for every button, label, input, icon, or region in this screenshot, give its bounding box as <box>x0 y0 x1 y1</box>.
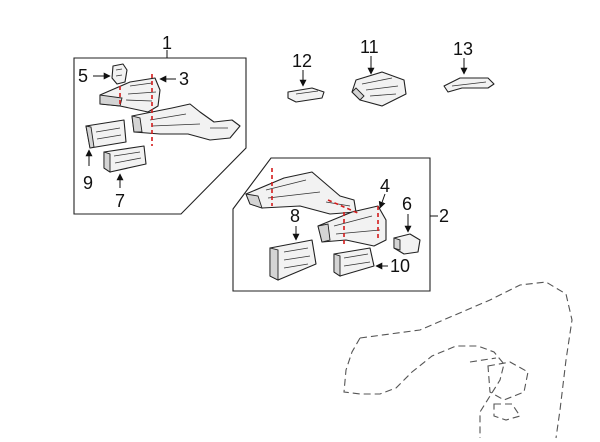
group-1-box <box>73 57 247 215</box>
callout-13: 13 <box>453 39 473 59</box>
callout-10: 10 <box>390 256 410 276</box>
part-6-bracket <box>393 233 421 255</box>
assembly-group-1: 1 5 3 9 <box>73 33 247 215</box>
callout-1: 1 <box>162 33 172 53</box>
callout-11: 11 <box>360 37 379 57</box>
part-13-group: 13 <box>443 39 495 93</box>
long-frame-rail <box>131 103 241 141</box>
assembly-group-2: 2 4 6 8 <box>232 157 449 292</box>
leader-4 <box>378 193 386 209</box>
part-11-mount <box>351 71 407 107</box>
part-12-bracket <box>287 87 325 103</box>
part-9-panel <box>85 119 127 149</box>
callout-8: 8 <box>290 206 300 226</box>
cut-line-2b <box>327 199 361 215</box>
fender-outline <box>343 281 573 439</box>
callout-5: 5 <box>78 66 88 86</box>
part-8-panel <box>269 239 317 281</box>
part-5-bracket <box>111 63 128 85</box>
part-12-group: 12 <box>287 51 325 103</box>
callout-9: 9 <box>83 173 93 193</box>
group-2-upper-rail <box>245 171 357 215</box>
part-7-panel <box>103 145 147 173</box>
part-10-panel <box>333 247 375 277</box>
callout-7: 7 <box>115 191 125 211</box>
callout-2: 2 <box>439 206 449 226</box>
part-13-rod <box>443 77 495 93</box>
callout-12: 12 <box>292 51 312 71</box>
part-4-rail <box>317 205 387 247</box>
group-2-box <box>232 157 431 292</box>
callout-4: 4 <box>380 176 390 196</box>
callout-6: 6 <box>402 194 412 214</box>
part-3-upper-rail <box>99 77 161 113</box>
part-11-group: 11 <box>351 37 407 107</box>
callout-3: 3 <box>179 69 189 89</box>
